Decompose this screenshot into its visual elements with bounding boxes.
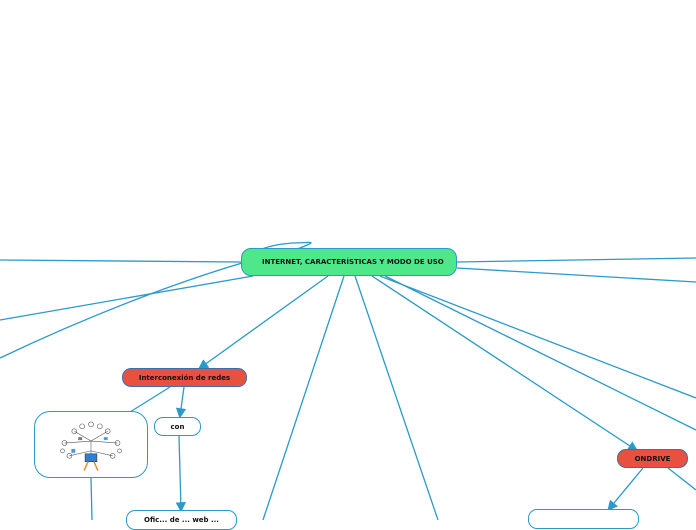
connector-right-2 xyxy=(384,275,696,431)
node-ondrive-label: ONDRIVE xyxy=(634,454,671,463)
node-bottom-left[interactable]: Ofic... de ... web ... xyxy=(126,510,237,530)
node-bottom-left-label: Ofic... de ... web ... xyxy=(144,516,219,524)
connector-right-1 xyxy=(379,275,696,399)
connector-right-mid xyxy=(456,267,696,283)
node-interconexion[interactable]: Interconexión de redes xyxy=(122,368,247,387)
root-title: INTERNET, CARACTERÍSTICAS Y MODO DE USO xyxy=(262,258,444,266)
connector-down-right xyxy=(354,275,439,520)
connector-con-down xyxy=(175,435,186,513)
connector-left-mid xyxy=(0,275,254,321)
connector-ondrive-down xyxy=(607,467,644,512)
network-diagram-icon xyxy=(60,421,122,471)
connector-right-top xyxy=(456,257,696,263)
image-node[interactable] xyxy=(34,411,148,478)
node-interconexion-label: Interconexión de redes xyxy=(138,373,231,382)
node-con-label: con xyxy=(170,422,185,431)
connector-to-con xyxy=(175,386,187,419)
connector-to-image xyxy=(129,386,171,413)
connector-left-top xyxy=(0,259,242,263)
root-topic[interactable]: INTERNET, CARACTERÍSTICAS Y MODO DE USO xyxy=(241,248,457,276)
connector-ondrive xyxy=(371,275,639,452)
connector-interconexion xyxy=(197,275,329,370)
connector-image-down xyxy=(90,477,93,520)
connector-down-left xyxy=(262,275,345,520)
node-con[interactable]: con xyxy=(154,417,201,436)
node-bottom-right[interactable] xyxy=(528,509,639,529)
connector-ondrive-right xyxy=(667,467,696,491)
node-ondrive[interactable]: ONDRIVE xyxy=(617,449,688,468)
